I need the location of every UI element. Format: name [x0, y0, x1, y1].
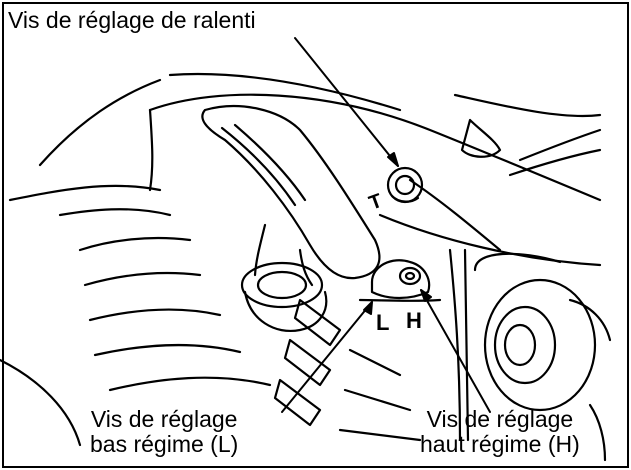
marking-h: H — [406, 308, 422, 333]
label-high-line2: haut régime (H) — [420, 431, 580, 457]
cooling-fins — [0, 184, 422, 447]
choke-lever — [201, 104, 381, 333]
leader-idle — [294, 37, 399, 167]
mixture-screws — [358, 259, 442, 302]
upper-housing — [38, 72, 602, 442]
idle-screw — [386, 166, 424, 204]
arrowhead-low — [363, 301, 373, 315]
marking-t: T — [366, 190, 385, 215]
label-low-speed-screw: Vis de réglage bas régime (L) — [90, 407, 238, 457]
leader-low — [281, 301, 373, 413]
right-drum — [473, 252, 612, 462]
leader-lines — [281, 37, 491, 413]
label-low-line1: Vis de réglage — [90, 406, 238, 432]
marking-l: L — [376, 310, 389, 335]
label-idle-screw: Vis de réglage de ralenti — [8, 7, 256, 33]
label-high-speed-screw: Vis de réglage haut régime (H) — [420, 407, 580, 457]
arrowhead-idle — [387, 152, 399, 167]
label-high-line1: Vis de réglage — [426, 406, 574, 432]
label-low-line2: bas régime (L) — [90, 431, 239, 457]
arrowhead-high — [420, 289, 432, 302]
leader-high — [420, 289, 491, 413]
